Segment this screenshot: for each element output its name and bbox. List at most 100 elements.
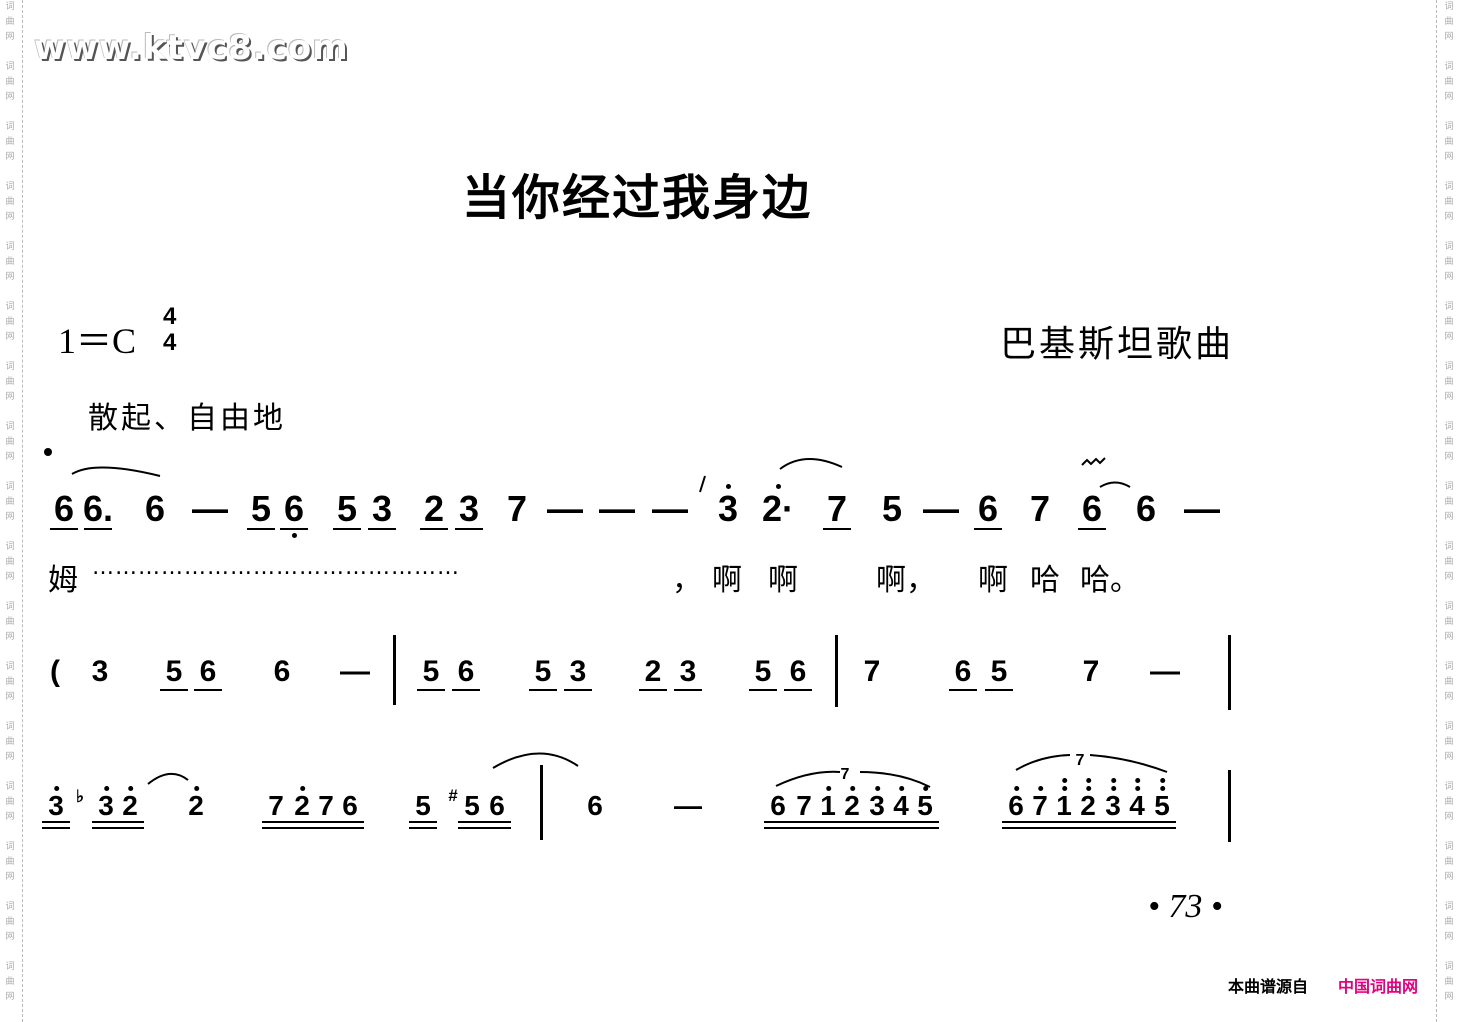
- underline-beam: [564, 688, 592, 691]
- octave-dot: [299, 786, 305, 791]
- note: 7: [1029, 488, 1051, 529]
- underline-beam: [1099, 821, 1127, 824]
- underline-beam: [1002, 821, 1030, 824]
- octave-dot: [103, 786, 109, 791]
- underline-beam: [764, 827, 792, 830]
- note: 6: [273, 655, 291, 688]
- note: 2·: [762, 484, 794, 530]
- dash-sustain: —: [192, 488, 228, 529]
- underline-beam: [368, 528, 396, 531]
- underline-beam: [1123, 827, 1151, 830]
- note: 5: [534, 655, 552, 688]
- underline-beam: [838, 827, 866, 830]
- underline-beam: [288, 821, 316, 824]
- note: 5: [415, 790, 431, 821]
- underline-beam: [483, 821, 511, 824]
- underline-beam: [312, 827, 340, 830]
- underline-beam: [420, 528, 448, 531]
- underline-beam: [974, 528, 1002, 531]
- octave-dot: [1110, 786, 1116, 791]
- bar-line: [1228, 635, 1231, 710]
- dash-sustain: —: [674, 790, 702, 821]
- underline-beam: [911, 827, 939, 830]
- note: 7: [796, 790, 812, 821]
- note: 7: [1032, 786, 1048, 822]
- underline-beam: [863, 827, 891, 830]
- underline-beam: [247, 528, 275, 531]
- octave-dot: [127, 786, 133, 791]
- margin-divider-left: [22, 0, 23, 1022]
- underline-beam: [483, 827, 511, 830]
- note: 2: [423, 488, 445, 529]
- underline-beam: [887, 821, 915, 824]
- note: 6: [199, 655, 217, 688]
- note: 2: [188, 786, 204, 822]
- lyric-word: 啊: [712, 563, 742, 598]
- note: 5: [990, 655, 1008, 688]
- note: 1: [820, 786, 836, 822]
- octave-dot: [775, 484, 781, 489]
- underline-beam: [333, 528, 361, 531]
- note: 4: [1129, 778, 1145, 822]
- underline-beam: [887, 827, 915, 830]
- underline-beam: [838, 821, 866, 824]
- note: 5: [917, 786, 933, 822]
- octave-dot: [1134, 778, 1140, 783]
- octave-dot: [922, 786, 928, 791]
- underline-beam: [336, 821, 364, 824]
- dash-sustain: —: [923, 488, 959, 529]
- lyric-word: 哈。: [1080, 563, 1140, 598]
- octave-dot: [1134, 786, 1140, 791]
- bar-line: [835, 635, 838, 707]
- underline-beam: [92, 821, 120, 824]
- note: 6: [1081, 488, 1103, 529]
- note: 6: [954, 655, 972, 688]
- underline-beam: [92, 827, 120, 830]
- note: 6: [587, 790, 603, 821]
- note: 7: [318, 790, 334, 821]
- key-signature: 1＝C: [58, 321, 137, 361]
- octave-dot: [1159, 778, 1165, 783]
- note: 5: [165, 655, 183, 688]
- octave-dot: [874, 786, 880, 791]
- underline-beam: [116, 821, 144, 824]
- bar-line: [393, 635, 396, 705]
- note: 7: [863, 655, 881, 688]
- underline-beam: [1050, 827, 1078, 830]
- note: 6: [53, 488, 75, 529]
- underline-beam: [1148, 827, 1176, 830]
- note: 3: [569, 655, 587, 688]
- source-site-link[interactable]: 中国词曲网: [1338, 977, 1419, 996]
- site-watermark: www.ktvc8.com: [34, 28, 349, 68]
- note: 5: [881, 488, 903, 529]
- source-label: 本曲谱源自: [1228, 977, 1309, 996]
- underline-beam: [50, 528, 78, 531]
- note: 5: [336, 488, 358, 529]
- octave-dot: [849, 786, 855, 791]
- octave-dot: [898, 786, 904, 791]
- time-top: 4: [163, 303, 177, 330]
- underline-beam: [1026, 827, 1054, 830]
- note: 7: [268, 790, 284, 821]
- note: 3: [718, 484, 738, 530]
- octave-dot: [193, 786, 199, 791]
- note: 1: [1056, 778, 1072, 822]
- dash-sustain: —: [547, 488, 583, 529]
- note: 2: [122, 786, 138, 822]
- note: 6: [284, 488, 304, 538]
- underline-beam: [784, 688, 812, 691]
- underline-beam: [262, 827, 290, 830]
- octave-dot: [53, 786, 59, 791]
- note: 6: [144, 488, 166, 529]
- note: 3: [91, 655, 109, 688]
- underline-beam: [1074, 827, 1102, 830]
- underline-beam: [42, 821, 70, 824]
- note: ♭: [76, 787, 84, 806]
- note: 6: [770, 790, 786, 821]
- underline-beam: [529, 688, 557, 691]
- lyric-first: 姆: [48, 563, 78, 598]
- lyric-word: 啊: [768, 563, 798, 598]
- octave-dot: [1013, 786, 1019, 791]
- underline-beam: [1026, 821, 1054, 824]
- octave-dot: [292, 533, 297, 538]
